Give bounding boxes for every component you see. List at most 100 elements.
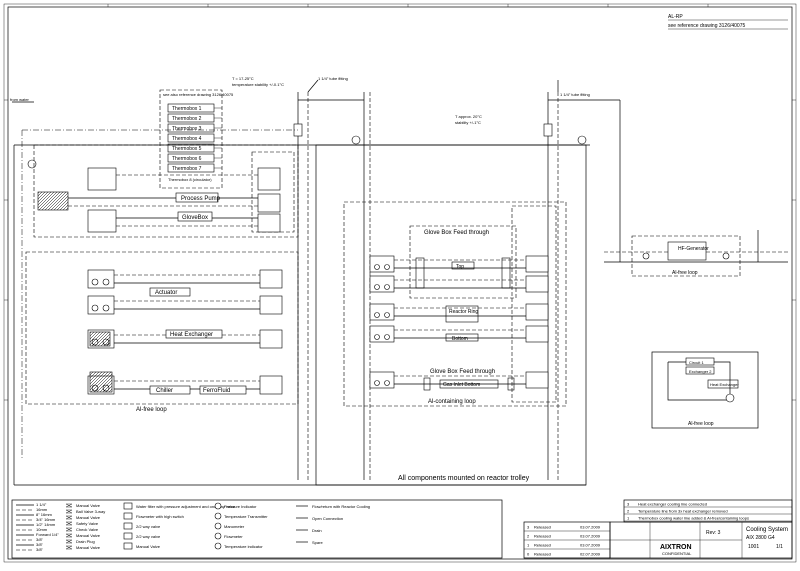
release-label: Released — [534, 552, 551, 557]
legend-connection-label: Flow/return with Reactor Cooling — [312, 504, 370, 509]
actuator-label: Actuator — [155, 290, 177, 296]
legend-line-label: 3/8" — [36, 542, 44, 547]
hf-loop-label: Al-free loop — [672, 270, 698, 276]
legend-line-label: 3/8" — [36, 537, 44, 542]
legend-equipment-label: Flowmeter with high switch — [136, 514, 184, 519]
valve-box — [259, 329, 283, 349]
legend-connection-label: Open Connection — [312, 516, 343, 521]
release-date: 03.07.2009 — [580, 543, 601, 548]
temp-note-left-2: temperature stability +/-0.1°C — [232, 82, 284, 87]
legend-symbol-label: Drain Plug — [76, 539, 95, 544]
release-date: 03.07.2009 — [580, 525, 601, 530]
valve-box — [259, 269, 283, 289]
legend-line-label: 8" 16mm — [36, 512, 53, 517]
equipment-box — [87, 295, 115, 315]
legend-symbol-label: Ball Valve 3-way — [76, 509, 105, 514]
manometer-icon — [102, 278, 110, 286]
legend-line-label: 1 1/4" — [36, 502, 47, 507]
release-no: 3 — [527, 525, 530, 530]
legend-symbol-label: Manual Valve — [76, 545, 101, 550]
trolley-note: All components mounted on reactor trolle… — [398, 475, 530, 482]
ferrofluid-label: FerroFluid — [203, 388, 230, 394]
flowmeter-icon — [91, 304, 99, 312]
legend-symbol-label: Safety Valve — [76, 521, 99, 526]
flowmeter-icon — [374, 264, 380, 270]
equipment-box — [369, 303, 395, 321]
revision-text: Temperature line from 3x heat exchanger … — [638, 509, 728, 514]
thermobox-label: Thermobox 2 — [172, 116, 202, 122]
thermobox-label: Thermobox 5 — [172, 146, 202, 152]
equipment-box — [369, 325, 395, 343]
legend-instrument-label: Temperature Transmitter — [224, 514, 268, 519]
hf-loop-frame — [631, 235, 741, 277]
title-line-2: AIX 2800 G4 — [746, 535, 775, 541]
supply-left: from water — [10, 97, 30, 102]
reactor-ring-label: Reactor Ring — [449, 309, 478, 315]
legend-line-label: Forward 1/4" — [36, 532, 59, 537]
thermobox-stack: see also reference drawing 3126/40075 Th… — [159, 89, 234, 189]
legend-line-label: 3/4" 16mm — [36, 517, 56, 522]
hf-generator — [667, 241, 707, 261]
ref-code: AL-RP — [668, 14, 683, 20]
legend-equipment-label: Water filter with pressure adjustment an… — [136, 504, 236, 509]
middle-equipment-rows — [369, 255, 549, 389]
thermobox-label: Thermobox 4 — [172, 136, 202, 142]
legend-instrument-label: Manometer — [224, 524, 245, 529]
process-heat-exchanger-icon — [37, 191, 69, 211]
equipment-box — [87, 269, 115, 289]
company-logo: AIXTRON — [660, 544, 692, 551]
small-loop-label: Al-free loop — [688, 421, 714, 427]
release-label: Released — [534, 534, 551, 539]
valve-box — [525, 275, 549, 293]
bottom-label: Bottom — [452, 336, 468, 342]
circuit1-label: Circuit 1 — [689, 360, 704, 365]
thermobox-label: Thermobox 7 — [172, 166, 202, 172]
flowmeter-icon — [374, 312, 380, 318]
equipment-box — [369, 371, 395, 389]
pressure-indicator-icon — [351, 135, 361, 145]
legend-equipment: Water filter with pressure adjustment an… — [123, 502, 236, 550]
top-label: Top — [456, 264, 464, 270]
valve-box — [525, 325, 549, 343]
legend-symbol-label: Check Valve — [76, 527, 99, 532]
gas-inlet-bottom-label: Gas Inlet Bottom — [443, 382, 480, 388]
hx-small-label: Heat Exchanger — [710, 382, 739, 387]
valve-box — [525, 255, 549, 273]
manometer-icon — [384, 284, 390, 290]
outer-border — [3, 3, 797, 563]
heat-exchanger-label: Heat Exchanger — [170, 332, 213, 338]
flowmeter-icon — [374, 334, 380, 340]
process-loop-frame — [33, 144, 299, 238]
thermobox-label: Thermobox 1 — [172, 106, 202, 112]
flowmeter-icon — [374, 284, 380, 290]
revision-no: 2 — [627, 509, 630, 514]
valve-box — [259, 375, 283, 395]
temp-note-left: T = 17-25°C — [232, 76, 254, 81]
release-label: Released — [534, 525, 551, 530]
equipment-box — [369, 255, 395, 273]
glove-feed-bottom-label: Glove Box Feed through — [430, 369, 495, 375]
legend-line-label: 1/2" 14mm — [36, 522, 56, 527]
tube-fitting-left: 1 1/4" tube fitting — [318, 76, 348, 81]
glovebox-label: GloveBox — [182, 215, 208, 221]
thermo-title: see also reference drawing 3126/40075 — [163, 92, 234, 97]
release-no: 1 — [527, 543, 530, 548]
legend-instrument-label: Flowmeter — [224, 534, 243, 539]
legend-line-label: 3/8" — [36, 547, 44, 552]
legend-line-label: 10mm — [36, 527, 48, 532]
ref-drawing: see reference drawing 3126/40075 — [668, 23, 745, 29]
border-ticks — [4, 4, 796, 401]
manometer-icon — [384, 312, 390, 318]
manometer-icon — [102, 304, 110, 312]
valve-box — [525, 371, 549, 389]
legend-equipment-label: 2/2 way valve — [136, 524, 161, 529]
hf-generator-label: HF-Generator — [678, 246, 709, 252]
equipment-box — [369, 275, 395, 293]
glove-feed-top-label: Glove Box Feed through — [424, 230, 489, 236]
title-line-1: Cooling System — [746, 527, 788, 533]
temp-note-right-2: stability +/-1°C — [455, 120, 481, 125]
valve-box — [525, 303, 549, 321]
release-no: 0 — [527, 552, 530, 557]
